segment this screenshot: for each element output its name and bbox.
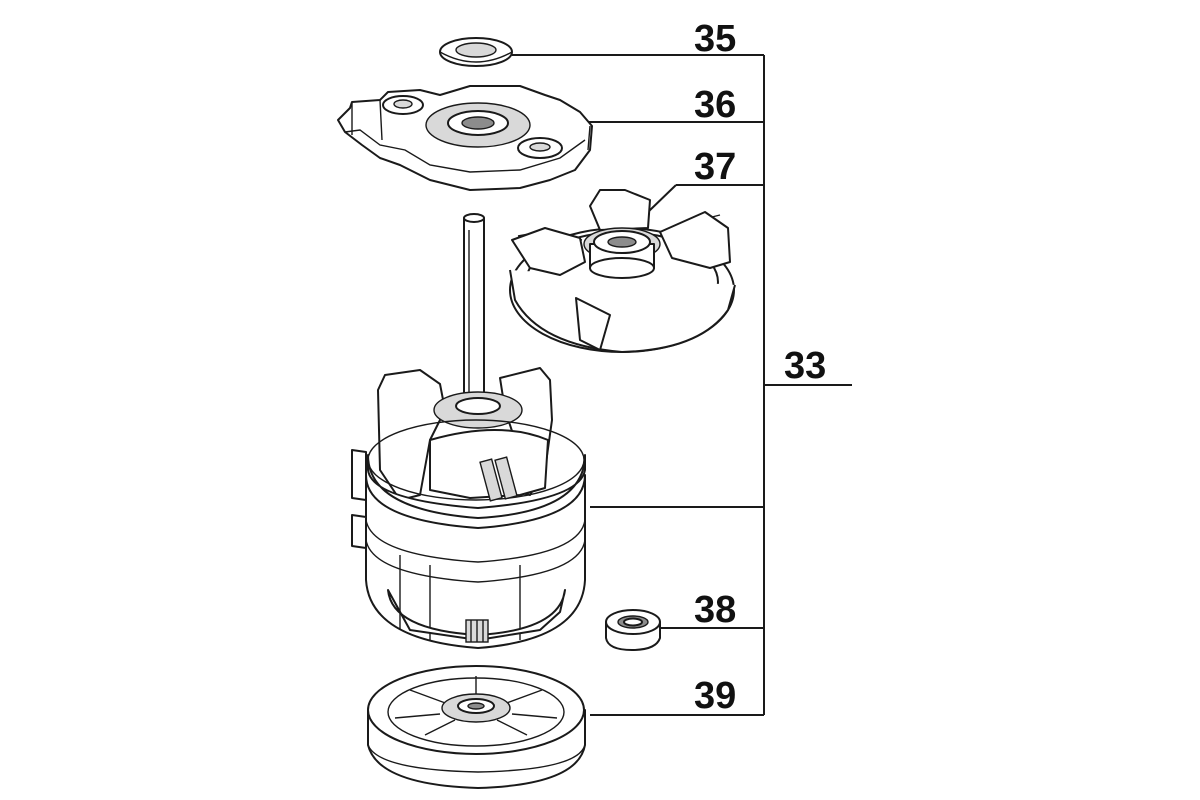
bearing-part xyxy=(605,609,661,651)
label-39: 39 xyxy=(694,675,736,717)
motor-body-part xyxy=(351,213,586,649)
label-35: 35 xyxy=(694,18,736,60)
label-36: 36 xyxy=(694,84,736,126)
bearing-bracket-part xyxy=(509,189,736,353)
label-37: 37 xyxy=(694,146,736,188)
label-38: 38 xyxy=(694,589,736,631)
leader-lines xyxy=(512,54,852,716)
fan-wheel-part xyxy=(367,665,586,789)
seal-cap-part xyxy=(439,37,513,67)
label-33: 33 xyxy=(784,345,826,387)
top-cover-part xyxy=(337,85,593,191)
part-labels: 35 36 37 33 38 39 xyxy=(694,18,826,717)
